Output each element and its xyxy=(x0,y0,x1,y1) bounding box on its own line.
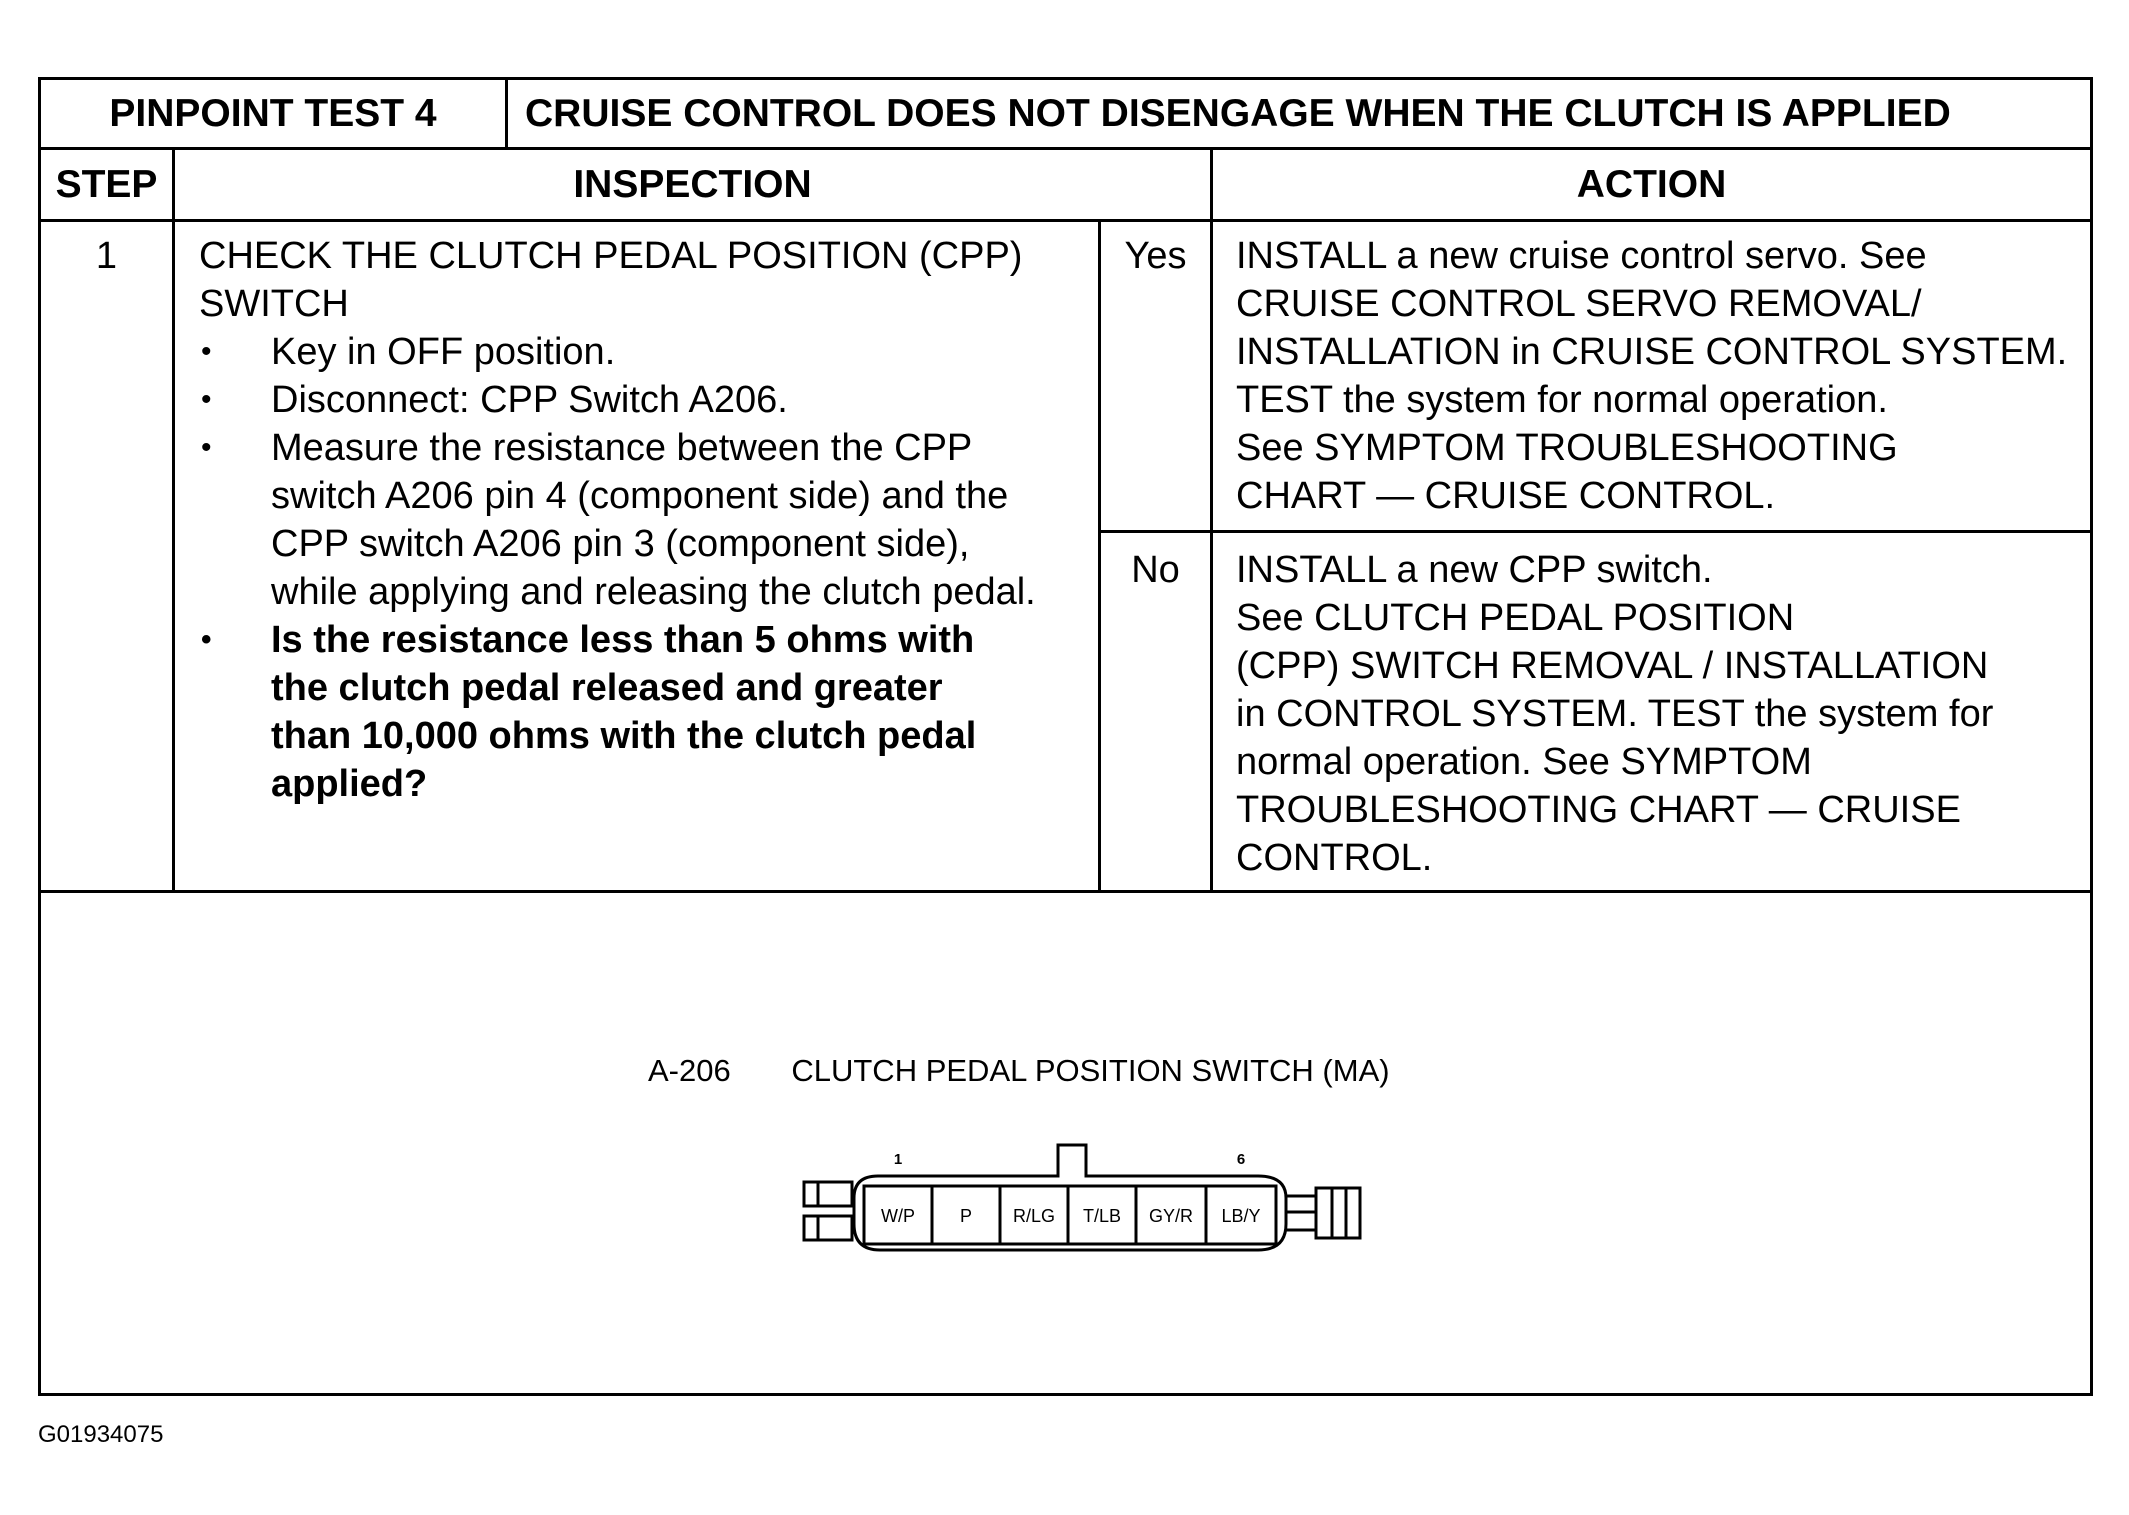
action-no-line: CONTROL. xyxy=(1236,837,1433,879)
connector-id: A-206 xyxy=(648,1053,731,1088)
pin-label: R/LG xyxy=(1013,1206,1055,1226)
right-latch-block xyxy=(1314,1186,1362,1240)
column-header-action: ACTION xyxy=(1213,150,2090,220)
inspection-bullet-list: Key in OFF position. Disconnect: CPP Swi… xyxy=(199,328,1069,808)
action-yes-line: CHART — CRUISE CONTROL. xyxy=(1236,475,1776,517)
inspection-heading-line: SWITCH xyxy=(199,283,349,325)
action-no-line: See CLUTCH PEDAL POSITION xyxy=(1236,597,1795,639)
action-yes-line: INSTALL a new cruise control servo. See xyxy=(1236,235,1927,277)
pin-number-last: 6 xyxy=(1237,1151,1245,1168)
action-no-line: in CONTROL SYSTEM. TEST the system for xyxy=(1236,693,1994,735)
test-label-text: PINPOINT TEST 4 xyxy=(109,92,437,135)
connector-diagram: 1 6 W/P P R/LG T/LB GY/R LB/Y xyxy=(802,1143,1362,1252)
inspection-question: Is the resistance less than 5 ohms with … xyxy=(199,616,1069,808)
connector-name: CLUTCH PEDAL POSITION SWITCH (MA) xyxy=(791,1053,1390,1088)
answer-no-label: No xyxy=(1101,546,1210,594)
inspection-bullet: Measure the resistance between the CPP s… xyxy=(199,424,1069,616)
left-latch-upper xyxy=(802,1180,854,1208)
test-title: CRUISE CONTROL DOES NOT DISENGAGE WHEN T… xyxy=(525,79,2085,149)
pinpoint-test-table xyxy=(38,77,2093,1396)
step-number: 1 xyxy=(41,232,172,280)
pin-label: W/P xyxy=(881,1206,915,1226)
inspection-cell: CHECK THE CLUTCH PEDAL POSITION (CPP) SW… xyxy=(199,232,1089,808)
action-yes-line: See SYMPTOM TROUBLESHOOTING xyxy=(1236,427,1898,469)
connector-inner-frame xyxy=(862,1184,1278,1246)
column-header-action-text: ACTION xyxy=(1576,163,1727,206)
rule-under-column-headers xyxy=(38,219,2093,222)
column-header-step: STEP xyxy=(41,150,172,220)
action-no: INSTALL a new CPP switch. See CLUTCH PED… xyxy=(1236,546,2091,882)
rule-under-step xyxy=(38,890,2093,893)
action-no-line: INSTALL a new CPP switch. xyxy=(1236,549,1713,591)
action-no-line: TROUBLESHOOTING CHART — CRUISE xyxy=(1236,789,1961,831)
action-yes-line: INSTALLATION in CRUISE CONTROL SYSTEM. xyxy=(1236,331,2068,373)
inspection-bullet: Disconnect: CPP Switch A206. xyxy=(199,376,1069,424)
rule-inspection-action-divider xyxy=(1210,148,1213,892)
inspection-heading: CHECK THE CLUTCH PEDAL POSITION (CPP) SW… xyxy=(199,232,1089,328)
connector-housing xyxy=(852,1143,1288,1252)
figure-code: G01934075 xyxy=(38,1421,163,1449)
action-no-line: (CPP) SWITCH REMOVAL / INSTALLATION xyxy=(1236,645,1989,687)
answer-yes-label-text: Yes xyxy=(1124,235,1187,277)
pin-label: T/LB xyxy=(1083,1206,1121,1226)
action-no-line: normal operation. See SYMPTOM xyxy=(1236,741,1812,783)
left-latch-lower xyxy=(802,1214,854,1242)
column-header-step-text: STEP xyxy=(55,163,158,206)
connector-caption: A-206 CLUTCH PEDAL POSITION SWITCH (MA) xyxy=(648,1053,1390,1089)
pin-label: GY/R xyxy=(1149,1206,1193,1226)
answer-yes-label: Yes xyxy=(1101,232,1210,280)
pin-label: P xyxy=(960,1206,972,1226)
test-title-text: CRUISE CONTROL DOES NOT DISENGAGE WHEN T… xyxy=(525,92,1951,135)
rule-title-divider xyxy=(505,77,508,149)
action-yes-line: TEST the system for normal operation. xyxy=(1236,379,1888,421)
rule-between-yes-no xyxy=(1100,530,2093,533)
step-number-text: 1 xyxy=(95,235,118,277)
figure-code-text: G01934075 xyxy=(38,1421,164,1448)
pin-number-first: 1 xyxy=(894,1151,902,1168)
pin-label: LB/Y xyxy=(1221,1206,1260,1226)
rule-answer-divider xyxy=(1098,220,1101,892)
rule-under-title xyxy=(38,147,2093,150)
rule-step-divider xyxy=(172,148,175,892)
column-header-inspection-text: INSPECTION xyxy=(573,163,812,206)
inspection-bullet: Key in OFF position. xyxy=(199,328,1069,376)
action-yes: INSTALL a new cruise control servo. See … xyxy=(1236,232,2091,520)
action-yes-line: CRUISE CONTROL SERVO REMOVAL/ xyxy=(1236,283,1922,325)
test-label: PINPOINT TEST 4 xyxy=(41,79,505,149)
column-header-inspection: INSPECTION xyxy=(175,150,1210,220)
inspection-heading-line: CHECK THE CLUTCH PEDAL POSITION (CPP) xyxy=(199,235,1023,277)
answer-no-label-text: No xyxy=(1131,549,1180,591)
